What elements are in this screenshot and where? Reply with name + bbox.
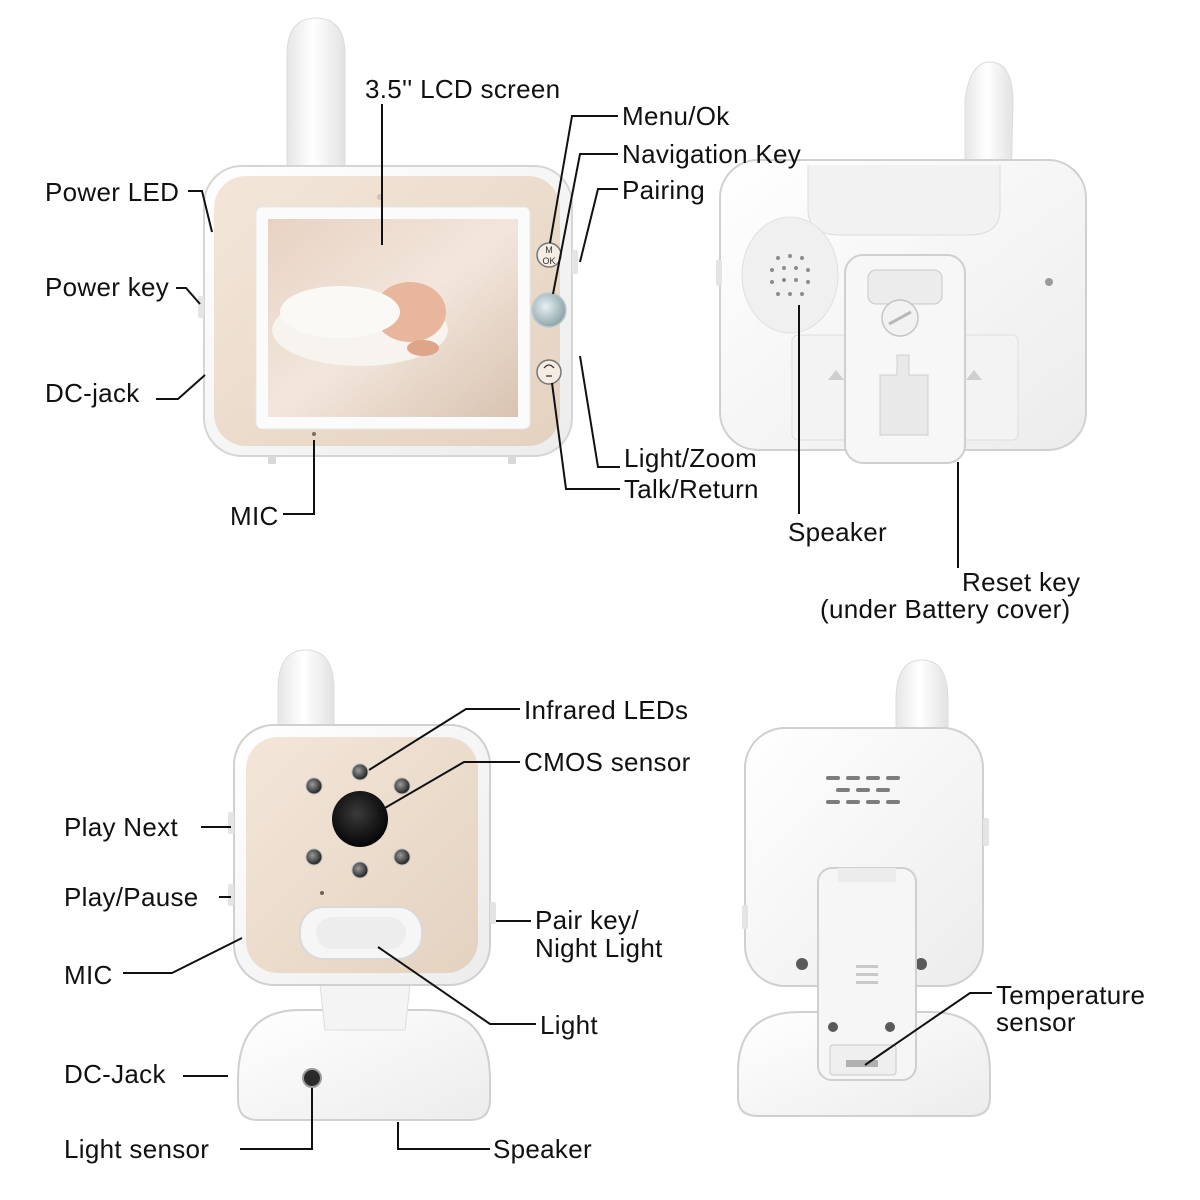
temperature-sensor-grille	[846, 1060, 878, 1067]
back-led	[1045, 278, 1053, 286]
label-pair-key-line2: Night Light	[535, 934, 663, 962]
label-mic-camera: MIC	[64, 961, 113, 989]
camera-back-stand-screw	[828, 1022, 838, 1032]
camera-side-key-upper	[228, 812, 234, 834]
cmos-lens	[332, 791, 388, 847]
kickstand-hinge	[868, 270, 942, 304]
label-power-key: Power key	[45, 273, 169, 301]
camera-back-side-key-right	[983, 818, 989, 846]
ir-led	[352, 862, 368, 878]
label-mic-parent: MIC	[230, 502, 279, 530]
front-mic-hole	[312, 432, 316, 436]
leader-mic-camera	[123, 938, 242, 973]
label-infrared-leds: Infrared LEDs	[524, 696, 688, 724]
parent-unit-back	[716, 62, 1086, 463]
navigation-key	[532, 293, 566, 327]
label-speaker-back: Speaker	[788, 518, 887, 546]
camera-neck	[320, 985, 410, 1030]
leader-speaker-camera	[398, 1122, 490, 1149]
camera-side-key-lower	[228, 884, 234, 906]
label-pair-key-line1: Pair key/	[535, 906, 639, 934]
label-talk-return: Talk/Return	[624, 475, 759, 503]
label-pairing: Pairing	[622, 176, 705, 204]
label-reset-key-line1: Reset key	[962, 568, 1080, 596]
label-light: Light	[540, 1011, 598, 1039]
leader-pairing	[580, 189, 618, 262]
parent-back-top-recess	[808, 165, 1000, 235]
label-light-zoom: Light/Zoom	[624, 444, 757, 472]
label-navigation-key: Navigation Key	[622, 140, 801, 168]
parent-front-foot-left	[268, 456, 276, 464]
camera-back-stand-screw	[885, 1022, 895, 1032]
label-reset-key-line2: (under Battery cover)	[820, 595, 1071, 623]
camera-back-side-key	[742, 905, 748, 929]
camera-pair-key	[490, 902, 496, 924]
camera-back-stand-ribs	[856, 965, 878, 984]
camera-unit-back	[738, 660, 990, 1116]
label-temperature-line2: sensor	[996, 1008, 1076, 1036]
camera-back-stand-top	[838, 868, 896, 882]
leader-power-key	[176, 288, 200, 304]
speaker-bump	[742, 217, 838, 333]
camera-mic-hole	[320, 891, 324, 895]
ir-led	[394, 849, 410, 865]
label-dc-jack: DC-jack	[45, 379, 140, 407]
label-play-next: Play Next	[64, 813, 178, 841]
ir-led	[306, 778, 322, 794]
camera-unit-front	[228, 650, 496, 1120]
menu-ok-glyph-bottom: OK	[542, 256, 555, 266]
camera-back-antenna	[896, 660, 948, 735]
label-play-pause: Play/Pause	[64, 883, 199, 911]
leader-light-zoom	[580, 356, 620, 467]
side-power-key	[198, 296, 204, 318]
parent-front-antenna	[287, 18, 345, 175]
ir-led	[352, 764, 368, 780]
leader-dc-jack	[156, 375, 205, 399]
label-dc-jack-camera: DC-Jack	[64, 1060, 166, 1088]
label-power-led: Power LED	[45, 178, 179, 206]
label-lcd-screen: 3.5'' LCD screen	[365, 75, 560, 103]
camera-back-screw	[796, 958, 808, 970]
parent-back-side-key	[716, 260, 722, 286]
side-pairing-key	[572, 250, 578, 274]
night-light-glow	[316, 917, 406, 949]
talk-return-button	[537, 360, 561, 384]
label-temperature-line1: Temperature	[996, 981, 1145, 1009]
ir-led	[394, 778, 410, 794]
light-sensor	[303, 1069, 321, 1087]
menu-ok-glyph-top: M	[545, 245, 553, 255]
baby-photo	[272, 282, 448, 366]
camera-antenna	[278, 650, 334, 730]
label-speaker-camera: Speaker	[493, 1135, 592, 1163]
label-light-sensor: Light sensor	[64, 1135, 209, 1163]
ir-led	[306, 849, 322, 865]
label-menu-ok: Menu/Ok	[622, 102, 730, 130]
label-cmos-sensor: CMOS sensor	[524, 748, 691, 776]
parent-front-foot-right	[508, 456, 516, 464]
